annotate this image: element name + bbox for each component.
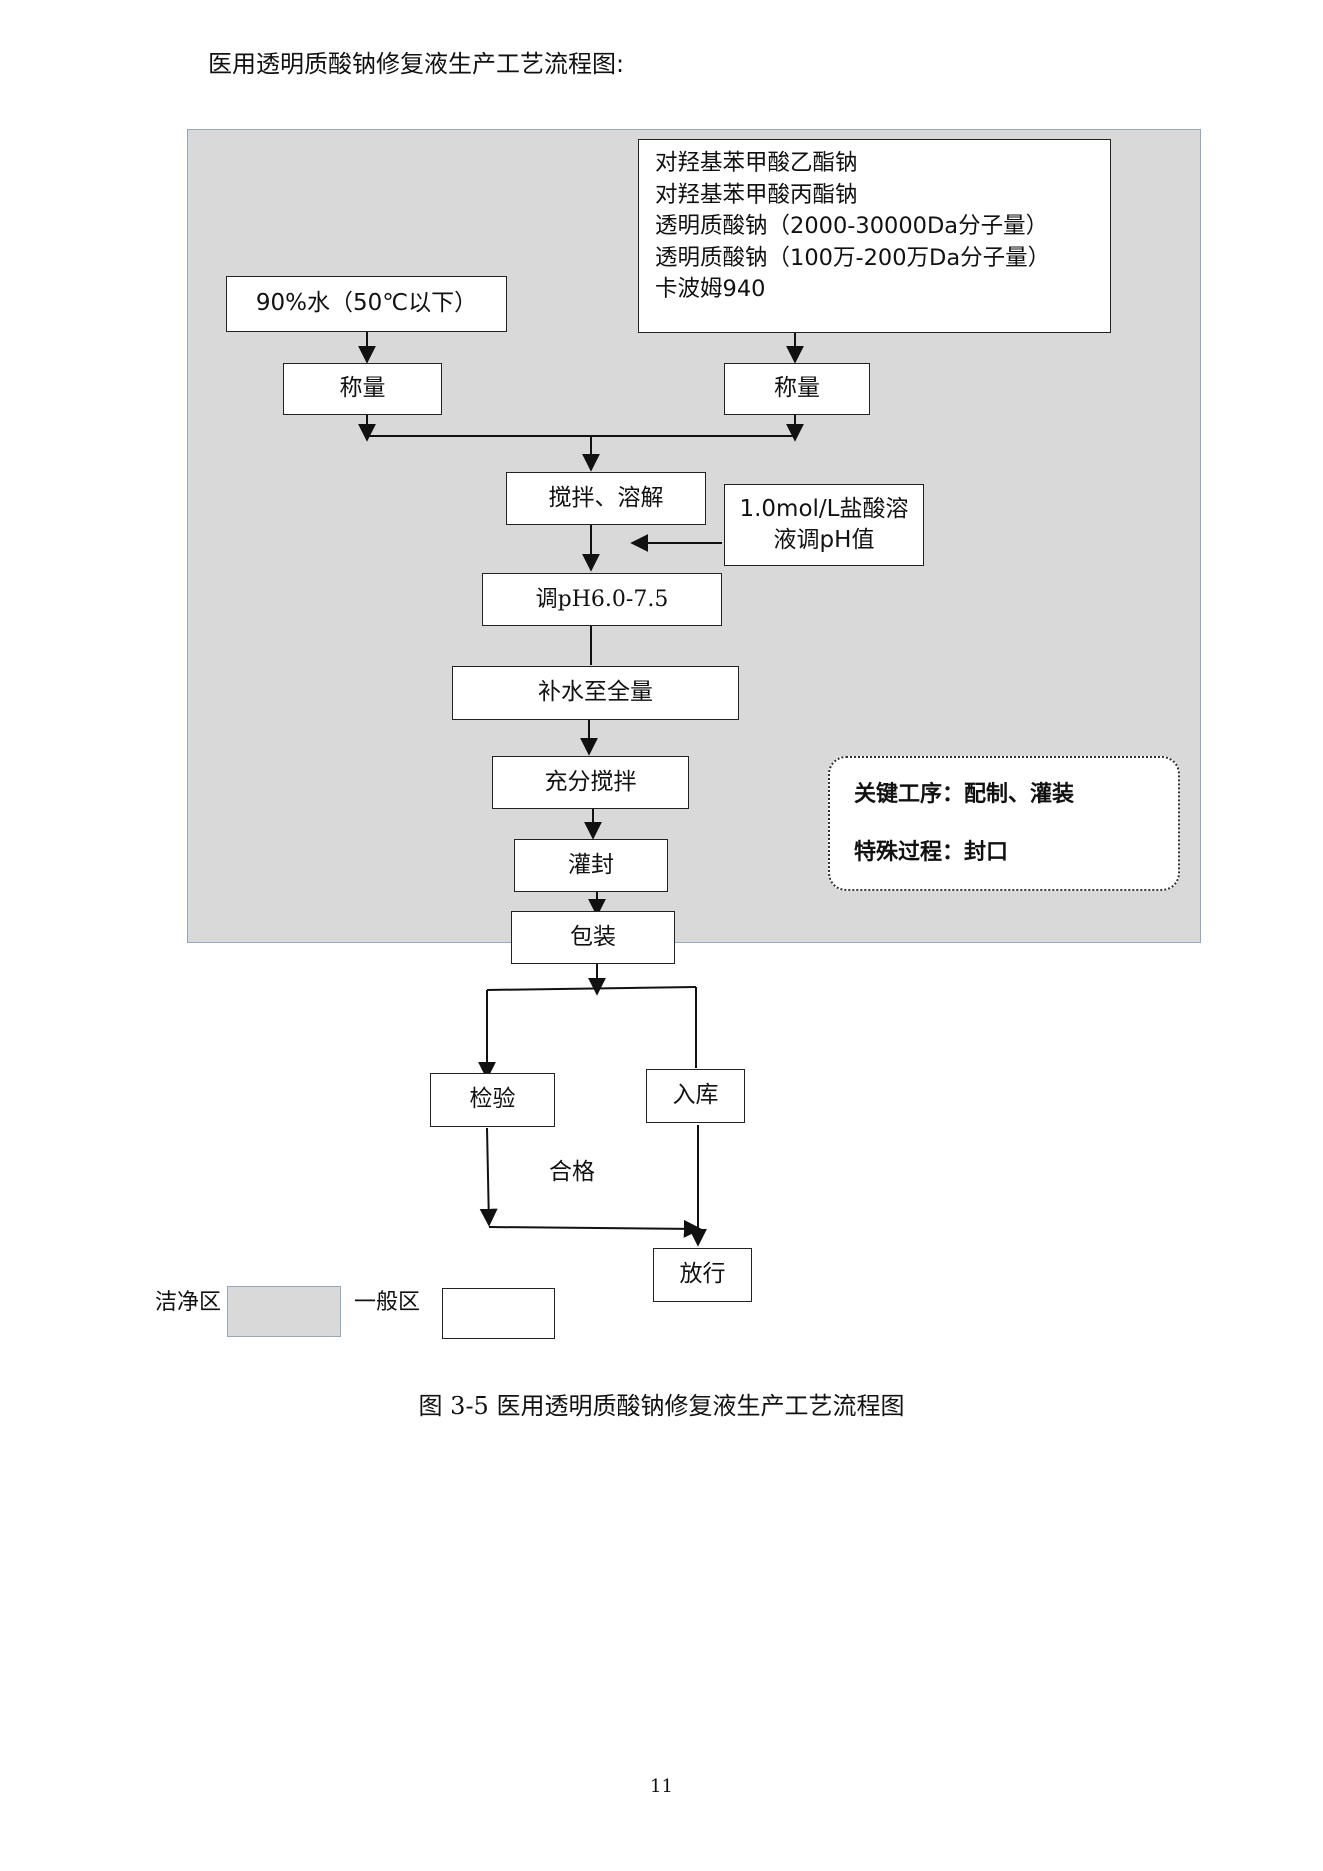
split-line [486, 986, 697, 991]
weigh-right-box: 称量 [724, 363, 870, 415]
hcl-line-1: 1.0mol/L盐酸溶 [739, 495, 909, 522]
hcl-line-2: 液调pH值 [773, 527, 875, 553]
material-item: 对羟基苯甲酸丙酯钠 [655, 181, 858, 208]
qualified-label: 合格 [549, 1159, 595, 1185]
key-process-note: 关键工序：配制、灌装 [854, 782, 1075, 807]
material-item: 卡波姆940 [655, 276, 766, 302]
release-box: 放行 [653, 1248, 752, 1302]
process-note-callout: 关键工序：配制、灌装 特殊过程：封口 [828, 756, 1180, 891]
inspection-box: 检验 [430, 1073, 555, 1127]
water-input-box: 90%水（50℃以下） [226, 276, 507, 332]
material-item: 透明质酸钠（2000-30000Da分子量） [655, 213, 1049, 239]
stir-dissolve-box: 搅拌、溶解 [506, 472, 706, 525]
materials-list: 对羟基苯甲酸乙酯钠 对羟基苯甲酸丙酯钠 透明质酸钠（2000-30000Da分子… [639, 140, 1050, 306]
full-stir-box: 充分搅拌 [492, 756, 689, 809]
warehouse-box: 入库 [646, 1069, 745, 1123]
material-item: 透明质酸钠（100万-200万Da分子量） [655, 244, 1051, 271]
page-heading: 医用透明质酸钠修复液生产工艺流程图: [208, 50, 625, 78]
figure-caption: 图 3-5 医用透明质酸钠修复液生产工艺流程图 [418, 1392, 905, 1420]
hcl-adjust-box: 1.0mol/L盐酸溶 液调pH值 [724, 484, 924, 566]
materials-box: 对羟基苯甲酸乙酯钠 对羟基苯甲酸丙酯钠 透明质酸钠（2000-30000Da分子… [638, 139, 1111, 333]
packaging-box: 包装 [511, 911, 675, 964]
fill-seal-box: 灌封 [514, 839, 668, 892]
material-item: 对羟基苯甲酸乙酯钠 [655, 150, 858, 176]
legend-clean-swatch [227, 1286, 341, 1337]
add-water-box: 补水至全量 [452, 666, 739, 720]
special-process-note: 特殊过程：封口 [854, 840, 1009, 865]
legend-general-swatch [442, 1288, 555, 1339]
adjust-ph-box: 调pH6.0-7.5 [482, 573, 722, 626]
legend-general-label: 一般区 [354, 1290, 421, 1315]
legend-clean-label: 洁净区 [155, 1290, 222, 1315]
weigh-left-box: 称量 [283, 363, 442, 415]
arrow-inspection-down [479, 1127, 498, 1227]
page-number: 11 [650, 1776, 673, 1797]
arrow-qualified-to-release [488, 1219, 702, 1238]
